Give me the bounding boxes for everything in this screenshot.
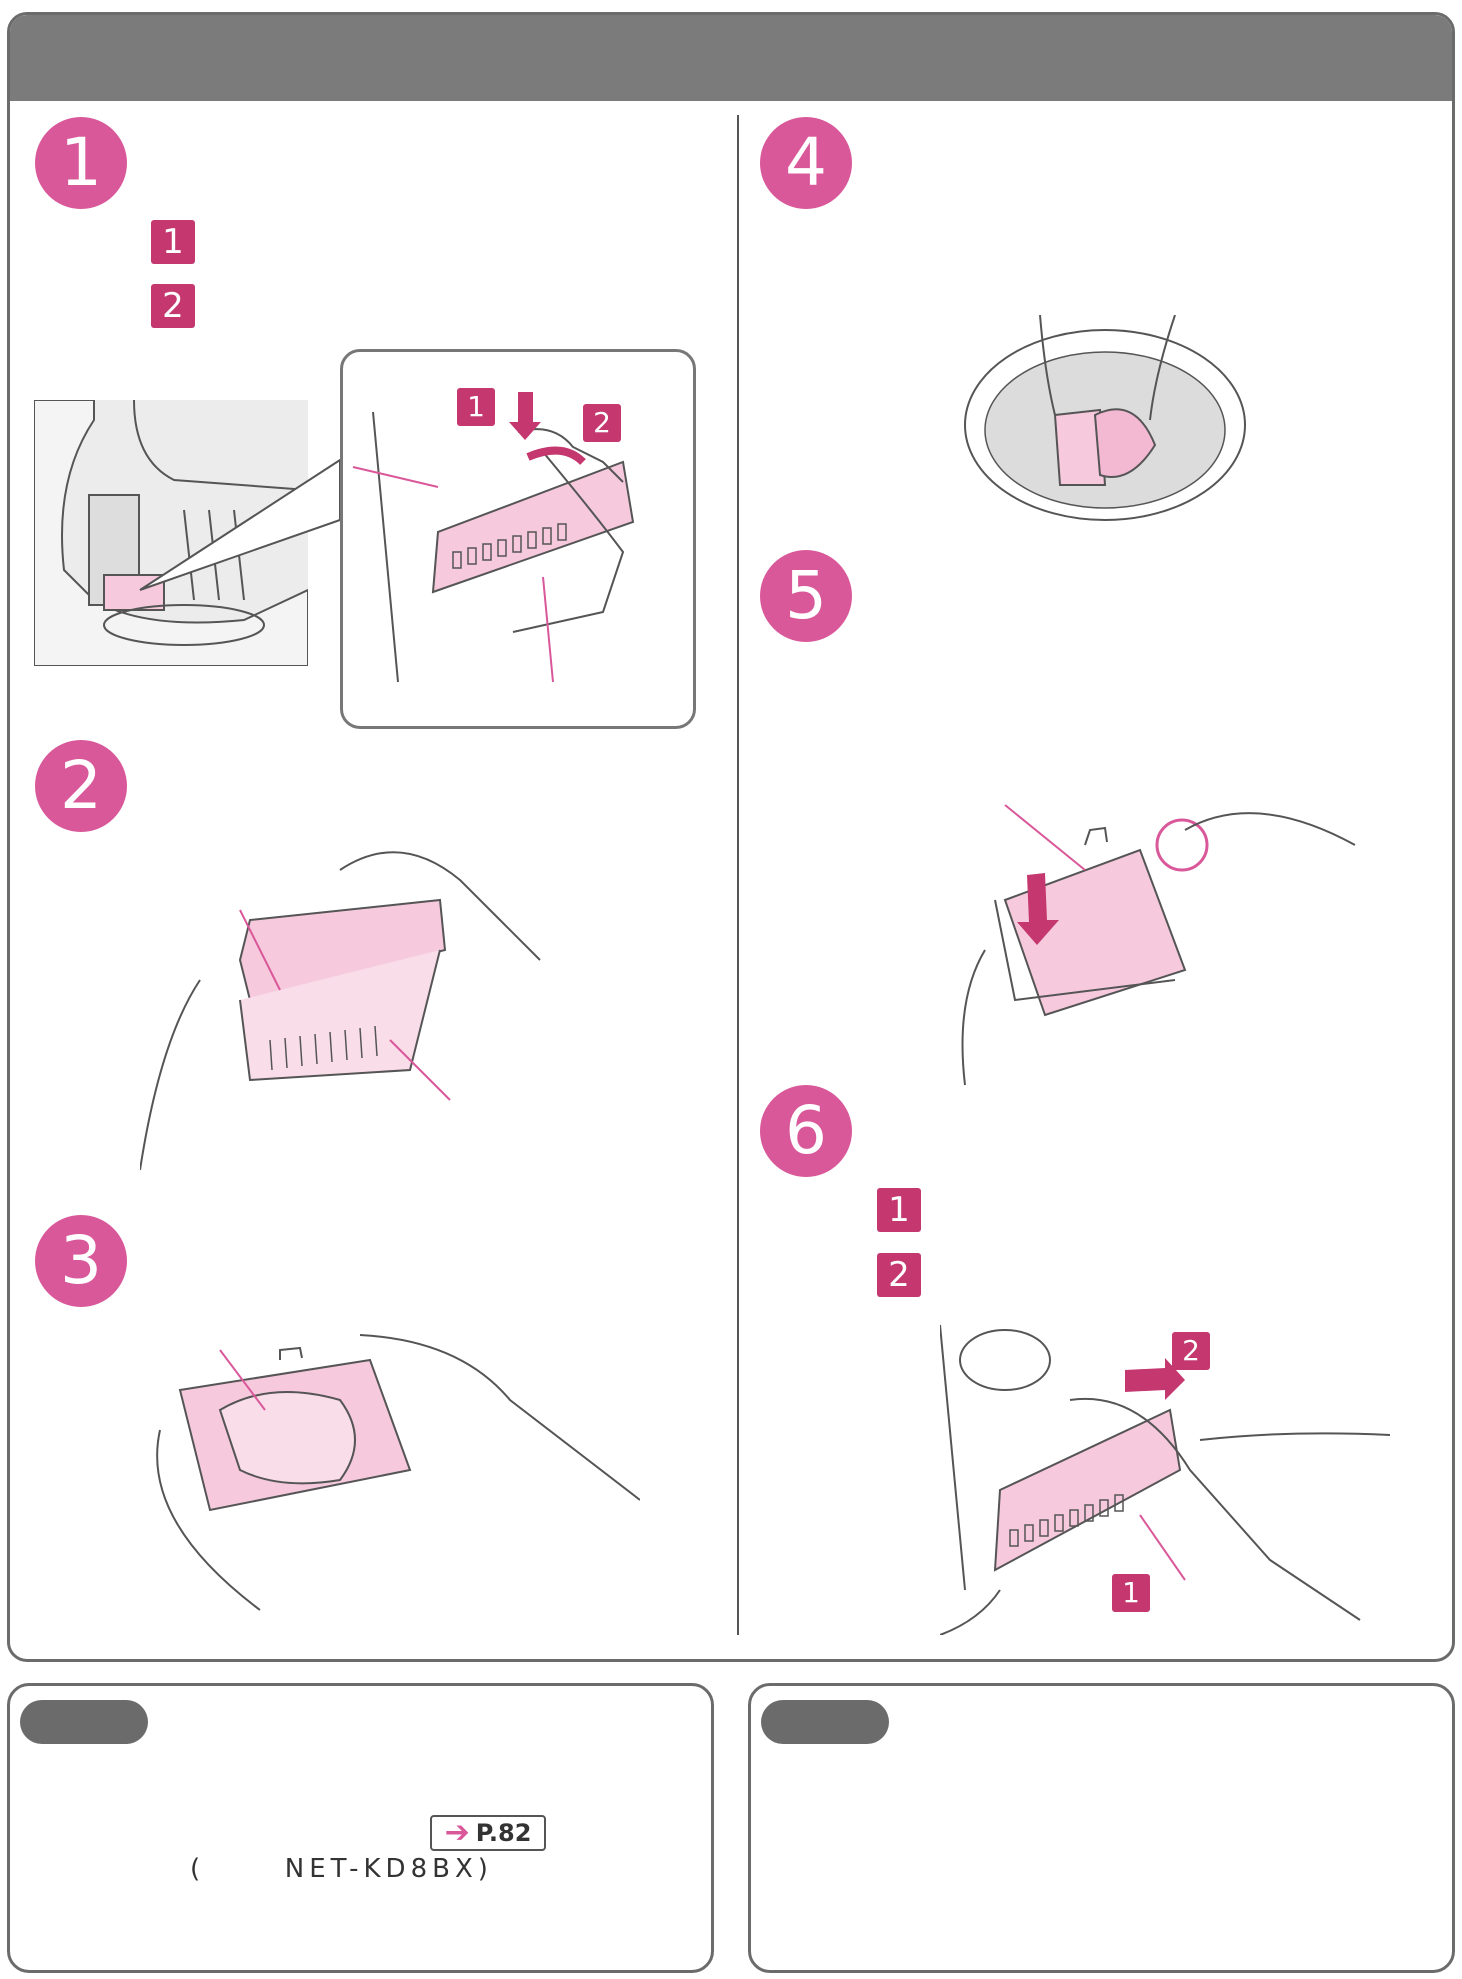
step-4-number: 4 [760,117,852,209]
arrow-right-icon: ➔ [444,1815,470,1850]
page-reference-link[interactable]: ➔ P.82 [430,1815,546,1851]
zoom-callout-wedge [139,458,341,591]
step-5-number: 5 [760,550,852,642]
note-left-label-pill [20,1700,148,1744]
column-divider [737,115,739,1635]
note-panel-left [7,1683,714,1973]
filter-install-illustration [940,1324,1390,1635]
section-header-bar [10,15,1452,101]
filter-removal-illustration [352,392,635,683]
callout-badge-1-step6: 1 [1112,1574,1150,1612]
step-1-sub-1-badge: 1 [151,220,195,264]
model-number-line: ( NET-KD8BX) [190,1854,493,1884]
note-right-label-pill [761,1700,889,1744]
step-6-sub-1-badge: 1 [877,1188,921,1232]
step-6-number: 6 [760,1085,852,1177]
callout-badge-2-step6: 2 [1172,1332,1210,1370]
step-6-sub-2-badge: 2 [877,1253,921,1297]
step-1-sub-2-badge: 2 [151,284,195,328]
wash-in-basin-illustration [964,315,1246,521]
page-reference-text: P.82 [475,1819,532,1847]
model-number: NET-KD8BX) [284,1854,493,1884]
step-3-number: 3 [35,1215,127,1307]
model-open-paren: ( [190,1854,206,1884]
filter-cleaning-hand-illustration [156,1334,640,1611]
step-1-number: 1 [35,117,127,209]
step-2-number: 2 [35,740,127,832]
filter-reassemble-illustration [961,804,1356,1086]
note-panel-right [748,1683,1455,1973]
callout-badge-2: 2 [583,404,621,442]
filter-open-illustration [140,851,541,1171]
callout-badge-1: 1 [457,388,495,426]
